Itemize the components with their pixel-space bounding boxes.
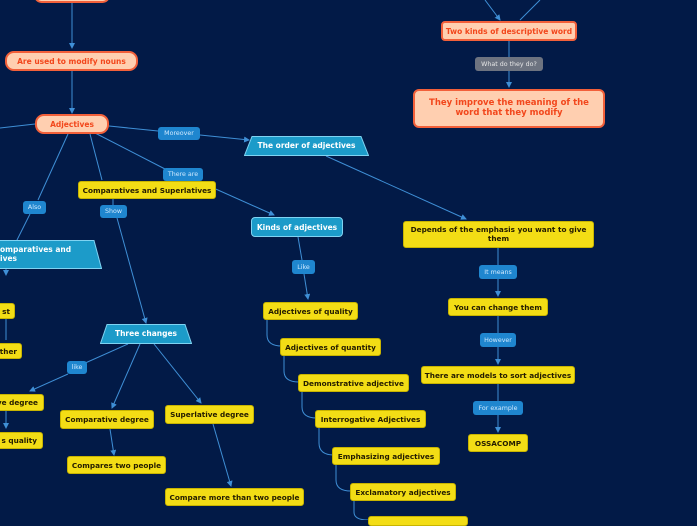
node-label: Compare more than two people bbox=[169, 492, 300, 502]
trapezoid-shape bbox=[244, 136, 369, 156]
connector-tag-moreover[interactable]: Moreover bbox=[158, 127, 200, 140]
node-label: The order of adjectives bbox=[257, 140, 356, 150]
node-comparatives-left[interactable]: omparatives and ives bbox=[0, 240, 102, 269]
node-exclamatory[interactable]: Exclamatory adjectives bbox=[350, 483, 456, 501]
connector-tag-it-means[interactable]: It means bbox=[479, 265, 517, 279]
node-label: Kinds of adjectives bbox=[256, 222, 338, 232]
node-order-of-adjectives[interactable]: The order of adjectives bbox=[244, 136, 369, 156]
tag-label: Like bbox=[297, 263, 310, 271]
node-adjectives-quality[interactable]: Adjectives of quality bbox=[263, 302, 358, 320]
tag-label: However bbox=[484, 336, 512, 344]
node-comparative-degree[interactable]: Comparative degree bbox=[60, 410, 154, 429]
tag-label: There are bbox=[167, 171, 199, 178]
node-compare-more[interactable]: Compare more than two people bbox=[165, 488, 304, 506]
node-label: Superlative degree bbox=[170, 410, 249, 419]
connector-tag-what-do-they-do[interactable]: What do they do? bbox=[475, 57, 543, 71]
node-demonstrative[interactable]: Demonstrative adjective bbox=[298, 374, 409, 392]
node-label: s quality bbox=[1, 436, 37, 445]
node-label: Emphasizing adjectives bbox=[337, 451, 435, 461]
node-three-changes[interactable]: Three changes bbox=[100, 324, 192, 344]
node-they-improve[interactable]: They improve the meaning of the word tha… bbox=[413, 89, 605, 128]
connector-tag-for-example[interactable]: For example bbox=[473, 401, 523, 415]
node-label: Three changes bbox=[114, 328, 178, 338]
node-models-to-sort[interactable]: There are models to sort adjectives bbox=[421, 366, 575, 384]
node-label: Compares two people bbox=[71, 460, 162, 470]
node-label: OSSACOMP bbox=[474, 438, 522, 448]
connector-tag-like-lower[interactable]: like bbox=[67, 361, 87, 374]
node-left-cut-2[interactable]: ther bbox=[0, 343, 22, 359]
node-ossacomp[interactable]: OSSACOMP bbox=[468, 434, 528, 452]
node-label: Interrogative Adjectives bbox=[320, 414, 421, 424]
connector-tag-also[interactable]: Also bbox=[23, 201, 46, 214]
node-adjectives-quantity[interactable]: Adjectives of quantity bbox=[280, 338, 381, 356]
node-superlative-degree[interactable]: Superlative degree bbox=[165, 405, 254, 424]
node-emphasizing[interactable]: Emphasizing adjectives bbox=[332, 447, 440, 465]
tag-label: For example bbox=[478, 404, 518, 412]
node-two-kinds[interactable]: Two kinds of descriptive word bbox=[441, 21, 577, 41]
node-left-cut-4[interactable]: s quality bbox=[0, 432, 43, 449]
node-label: Two kinds of descriptive word bbox=[445, 26, 573, 36]
node-label: Comparative degree bbox=[65, 415, 149, 424]
tag-label: like bbox=[71, 364, 83, 371]
node-kinds-of-adjectives[interactable]: Kinds of adjectives bbox=[251, 217, 343, 237]
node-you-can-change[interactable]: You can change them bbox=[448, 298, 548, 316]
node-label: Adjectives bbox=[50, 119, 94, 129]
node-label: Exclamatory adjectives bbox=[355, 487, 451, 497]
node-label: st bbox=[2, 306, 10, 316]
node-interrogative[interactable]: Interrogative Adjectives bbox=[315, 410, 426, 428]
node-label: You can change them bbox=[454, 302, 542, 312]
node-left-cut-1[interactable]: st bbox=[0, 303, 15, 319]
node-label: Depends of the emphasis you want to give… bbox=[410, 225, 587, 243]
node-label: There are models to sort adjectives bbox=[424, 370, 572, 380]
connector-tag-there-are[interactable]: There are bbox=[163, 168, 203, 181]
node-cut-off-bottom[interactable] bbox=[368, 516, 468, 526]
tag-label: It means bbox=[484, 268, 512, 276]
node-label: Demonstrative adjective bbox=[302, 378, 405, 388]
node-comparatives-superlatives[interactable]: Comparatives and Superlatives bbox=[78, 181, 216, 199]
node-label: Adjectives of quality bbox=[268, 306, 353, 316]
node-depends-emphasis[interactable]: Depends of the emphasis you want to give… bbox=[403, 221, 594, 248]
node-adjectives[interactable]: Adjectives bbox=[35, 114, 109, 134]
trapezoid-shape bbox=[100, 324, 192, 344]
connector-tag-show[interactable]: Show bbox=[100, 205, 127, 218]
trapezoid-shape bbox=[0, 240, 102, 269]
top-partial-node[interactable] bbox=[34, 0, 110, 3]
node-left-cut-3[interactable]: ve degree bbox=[0, 394, 44, 411]
node-compares-two[interactable]: Compares two people bbox=[67, 456, 166, 474]
node-label: Adjectives of quantity bbox=[285, 342, 376, 352]
connector-tag-like[interactable]: Like bbox=[292, 260, 315, 274]
connector-tag-however[interactable]: However bbox=[480, 333, 516, 347]
node-label: They improve the meaning of the word tha… bbox=[429, 97, 589, 118]
node-label: ve degree bbox=[0, 398, 38, 407]
node-label: Comparatives and Superlatives bbox=[82, 185, 212, 195]
tag-label: Also bbox=[27, 204, 42, 211]
tag-label: Moreover bbox=[164, 130, 194, 137]
node-used-to-modify-nouns[interactable]: Are used to modify nouns bbox=[5, 51, 138, 71]
tag-label: Show bbox=[105, 208, 122, 215]
node-label: omparatives and ives bbox=[0, 244, 72, 263]
node-label: ther bbox=[0, 346, 17, 356]
node-label: Are used to modify nouns bbox=[17, 56, 126, 66]
tag-label: What do they do? bbox=[481, 60, 537, 68]
